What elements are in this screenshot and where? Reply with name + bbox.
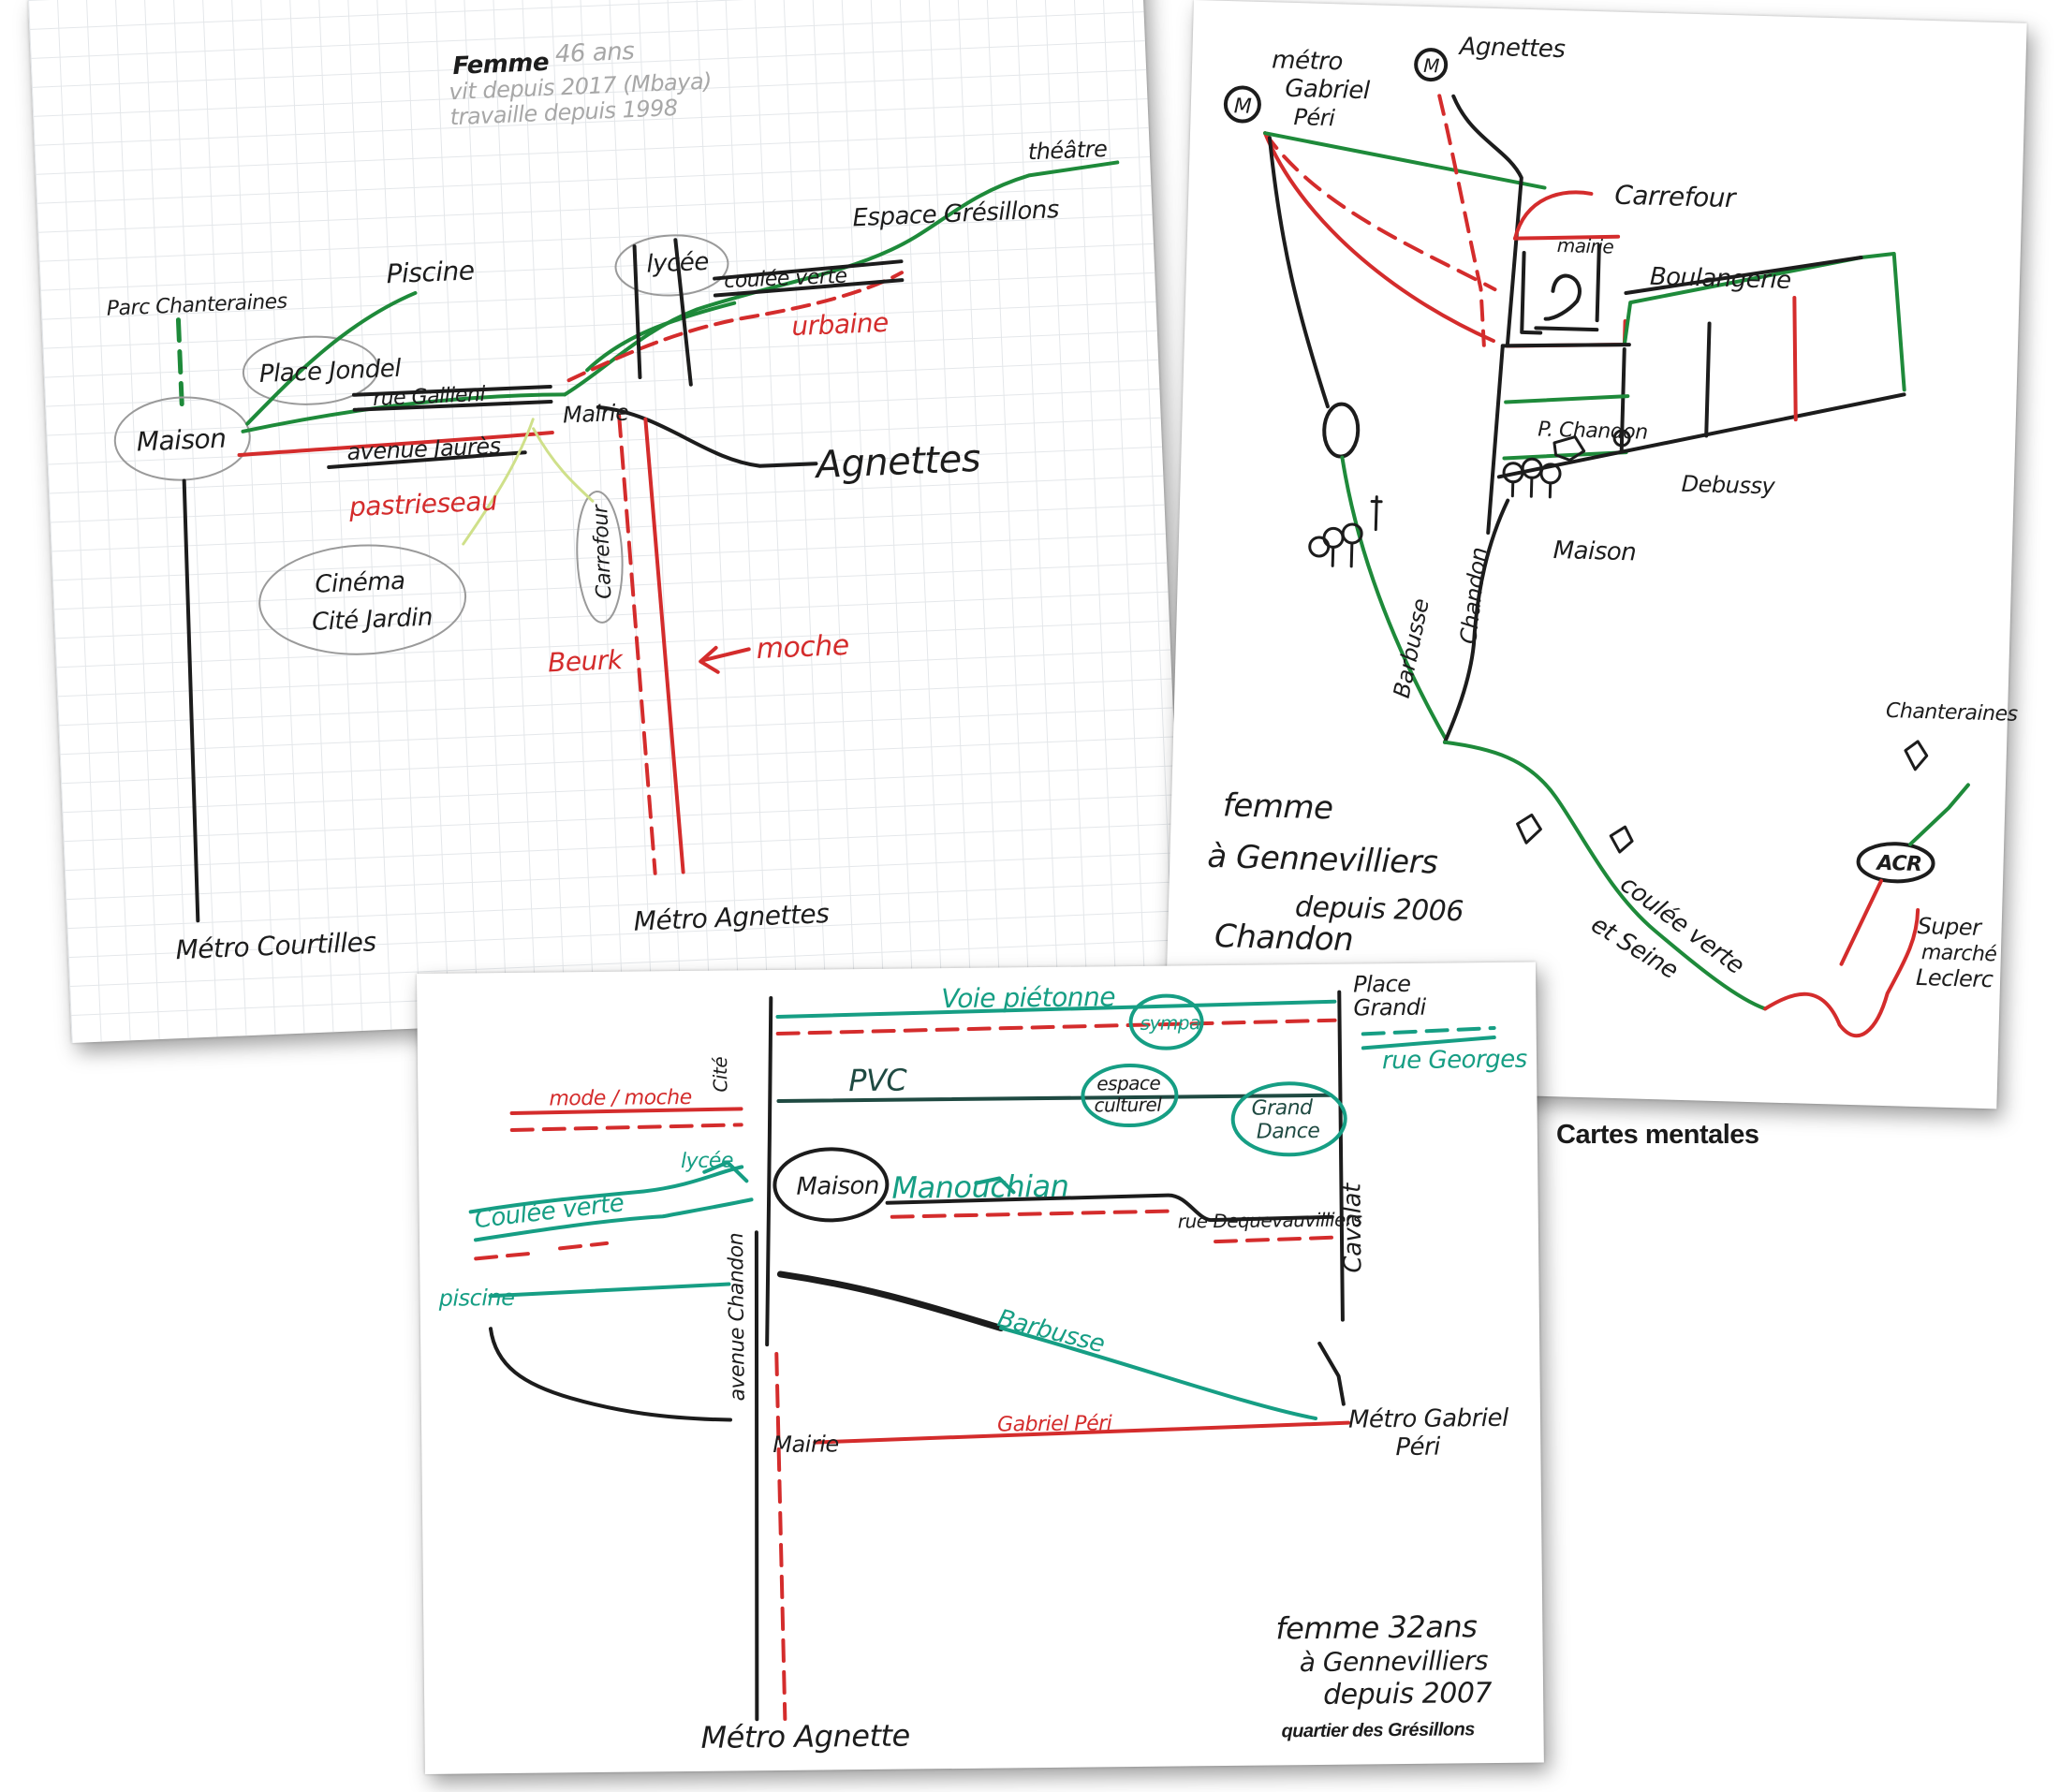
path-metro-agnettes [643,417,685,874]
mental-map-sheet-1: Femme 46 ans vit depuis 2017 (Mbaya) tra… [28,0,1185,1044]
label-chandon: Chandon [1455,546,1493,645]
label-voie-pietonne: Voie piétonne [941,981,1115,1014]
label-grand-dance: Grand [1251,1096,1314,1121]
path-courtilles [182,478,200,923]
label-quartier: quartier des Grésillons [1281,1719,1475,1741]
svg-text:à Gennevilliers: à Gennevilliers [1300,1645,1489,1678]
label-mairie: Mairie [562,400,629,429]
svg-text:M: M [1233,95,1252,119]
label-place-grandi: Place [1353,971,1411,998]
sympa-circle [1128,993,1204,1050]
label-mairie: mairie [1557,234,1614,258]
label-gabriel-peri: Gabriel Péri [997,1412,1112,1436]
label-patisserie: pastrieseau [347,486,497,523]
label-metro-courtilles: Métro Courtilles [175,926,376,965]
label-femme: Femme [452,49,550,81]
mental-map-2-drawing: M M métro Gabriel Péri Agnettes Carrefou… [1207,33,2018,1038]
label-espace: Espace Grésillons [852,196,1060,232]
mental-map-1-drawing: Femme 46 ans vit depuis 2017 (Mbaya) tra… [106,37,1120,965]
svg-text:Péri: Péri [1293,104,1335,131]
label-piscine: Piscine [386,255,475,289]
path-parc [175,317,185,418]
label-cite: Cité [709,1057,731,1093]
metro-gabriel-circle [1223,85,1261,124]
label-metro-agnette: Métro Agnette [700,1718,910,1755]
label-maison: Maison [1552,536,1636,566]
espace-circle [1081,1064,1179,1128]
label-cavalat: Cavalat [1338,1182,1367,1273]
label-place: Place Jondel [258,355,403,389]
label-cinema: Cinéma [315,567,405,599]
label-jaures: avenue Jaurès [346,433,501,465]
label-parc: Parc Chanteraines [106,290,287,321]
lycee-circle [614,234,729,297]
label-super-marche: Super [1917,913,1983,941]
label-piscine: piscine [437,1285,514,1312]
figure-caption: Cartes mentales [1556,1120,1759,1150]
svg-text:Chandon: Chandon [1214,918,1354,959]
label-urbaine: urbaine [791,307,890,342]
label-couleevert: coulée verte [724,265,847,293]
label-manouchian: Manouchian [891,1168,1068,1206]
label-gallieni: rue Gallieni [373,383,486,411]
label-beurk: Beurk [547,644,625,678]
maison-circle [772,1147,890,1223]
label-metro-gabriel-peri: Métro Gabriel [1348,1404,1509,1434]
label-chanteraines: Chanteraines [1886,699,2018,727]
metro-agnettes-circle [1414,48,1449,82]
label-mode-moche: mode / moche [549,1086,692,1111]
label-carrefour: Carrefour [1614,180,1738,214]
label-debussy: Debussy [1681,471,1775,500]
label-espace: espace [1096,1072,1160,1095]
path-metro-agnettes-dashed [617,413,657,875]
acr-circle [1856,842,1935,884]
svg-text:culturel: culturel [1094,1094,1162,1117]
label-agnettes: Agnettes [1457,33,1565,64]
svg-text:marché: marché [1921,941,1997,966]
label-lycee: lycée [646,248,710,279]
svg-text:Gabriel: Gabriel [1285,75,1371,106]
svg-text:à Gennevilliers: à Gennevilliers [1207,838,1438,882]
mental-map-3-drawing: Voie piétonne Place Grandi rue Georges s… [437,971,1527,1755]
label-pvc: PVC [848,1063,908,1099]
label-moche: moche [756,629,849,666]
grand-dance-circle [1230,1081,1347,1157]
label-dequevauvilliers: rue Dequevauvilliers [1178,1208,1362,1232]
note-femme: femme 32ans [1275,1608,1477,1646]
label-barbusse: Barbusse [1389,596,1435,700]
svg-text:Dance: Dance [1257,1120,1320,1144]
label-maison: Maison [796,1172,879,1201]
label-carrefour: Carrefour [589,503,616,600]
cinema-circle [258,544,467,655]
note-femme: femme [1222,786,1333,827]
svg-text:Leclerc: Leclerc [1916,964,1994,992]
label-metro-agnettes: Métro Agnettes [633,898,830,937]
svg-text:Péri: Péri [1395,1433,1441,1462]
svg-text:M: M [1423,54,1440,77]
svg-text:46 ans: 46 ans [554,37,634,69]
svg-text:depuis 2007: depuis 2007 [1323,1677,1493,1711]
label-theatre: théâtre [1027,136,1108,166]
svg-text:Cité Jardin: Cité Jardin [311,604,433,637]
label-rue-georges: rue Georges [1382,1046,1527,1076]
label-barbusse: Barbusse [994,1304,1107,1359]
label-mairie: Mairie [772,1431,839,1458]
label-metro-gabriel: métro [1272,46,1343,76]
label-acr: ACR [1875,852,1922,876]
mental-map-sheet-2: M M métro Gabriel Péri Agnettes Carrefou… [1163,0,2027,1109]
svg-text:Grandi: Grandi [1353,994,1426,1021]
roundabout [1322,402,1361,459]
place-circle [242,335,379,405]
mental-map-sheet-3: Voie piétonne Place Grandi rue Georges s… [417,962,1544,1774]
label-sympa: sympa [1140,1011,1199,1035]
label-lycee: lycée [681,1149,733,1173]
label-boulangerie: Boulangerie [1650,263,1792,295]
label-p-chandon: P. Chandon [1538,418,1648,444]
carrefour-circle [576,491,624,624]
svg-text:depuis 2006: depuis 2006 [1295,890,1464,928]
label-avenue-chandon: avenue Chandon [725,1233,750,1402]
label-maison: Maison [136,423,227,458]
label-agnettes: Agnettes [813,437,981,487]
